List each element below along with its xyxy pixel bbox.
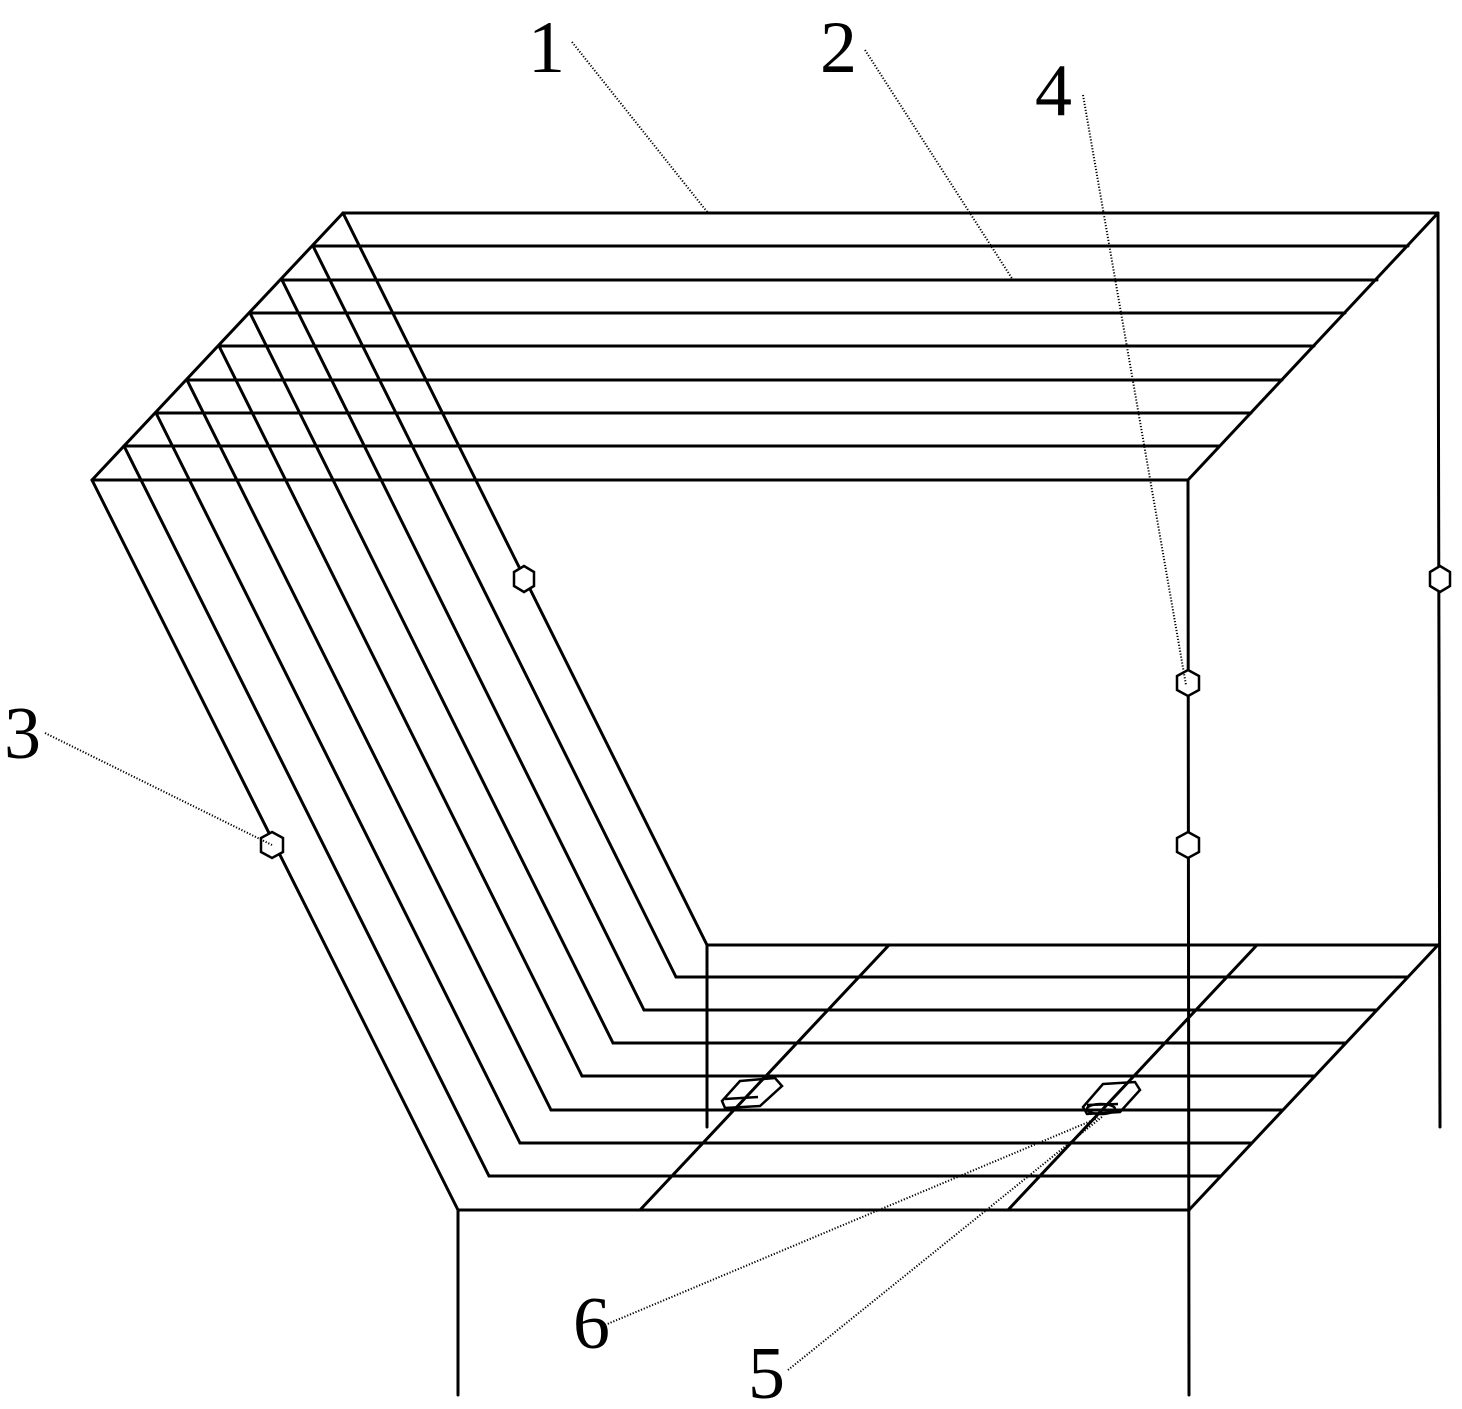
side-wire	[311, 244, 678, 979]
label-5: 5	[748, 1333, 785, 1409]
side-wire	[122, 444, 491, 1178]
leader-line-1	[571, 41, 709, 214]
label-3: 3	[4, 693, 41, 775]
clamp-block-edge	[724, 1095, 759, 1101]
side-wire	[185, 378, 553, 1112]
side-wire	[217, 344, 584, 1078]
leader-line-2	[864, 49, 1014, 281]
leader-line-4	[1082, 94, 1187, 686]
support-posts	[456, 211, 1442, 1397]
label-2: 2	[820, 7, 857, 89]
clamp-block	[720, 1076, 784, 1110]
side-wire	[280, 278, 646, 1012]
side-wire	[248, 311, 615, 1045]
fastener-blocks	[720, 1076, 1142, 1116]
leader-line-6	[604, 1117, 1099, 1326]
leader-line-3	[44, 732, 273, 846]
leader-lines	[44, 41, 1187, 1371]
bottom-mesh-panel	[456, 943, 1440, 1212]
hex-joint	[1428, 564, 1452, 594]
hex-joint	[1175, 830, 1201, 860]
clamp-block	[1081, 1080, 1142, 1116]
reference-labels: 1 2 4 3 6 5	[4, 7, 1072, 1409]
front-right-post	[1186, 478, 1191, 1397]
side-mesh-panel	[90, 211, 709, 1212]
hex-joint	[1175, 668, 1201, 698]
leader-line-5	[787, 1115, 1104, 1371]
top-mesh-panel	[90, 211, 1440, 482]
label-1: 1	[528, 7, 565, 89]
rear-right-post	[1436, 211, 1442, 1129]
connection-nodes	[259, 564, 1452, 860]
bottom-cross-wire	[1006, 943, 1259, 1212]
label-4: 4	[1035, 50, 1072, 132]
bottom-cross-wire	[638, 943, 891, 1212]
hex-joint	[512, 564, 536, 594]
label-6: 6	[573, 1283, 610, 1365]
clamp-bolt	[1085, 1102, 1117, 1116]
bottom-panel-right-edge	[1187, 943, 1440, 1212]
side-wire	[154, 411, 522, 1145]
top-panel-left-edge	[90, 211, 345, 482]
top-panel-right-edge	[1186, 211, 1440, 482]
